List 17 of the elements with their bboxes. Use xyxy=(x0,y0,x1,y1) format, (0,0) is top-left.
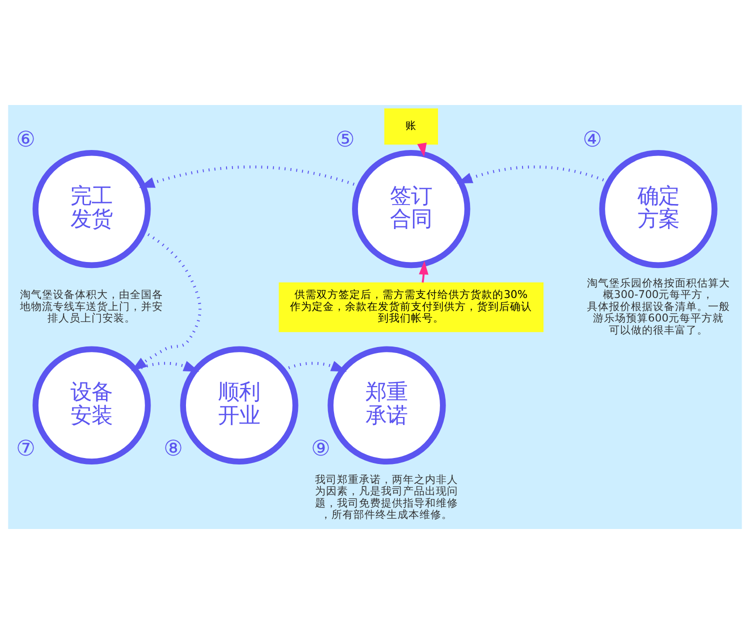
arrow xyxy=(131,230,202,372)
node-label: ⑨ xyxy=(311,436,330,462)
node-box: 供需双方签定后，需方需支付给供方货款的30%作为定金，余款在发货前支付到供方，货到后确认到我们帐号。 xyxy=(278,282,544,332)
node-label: ⑦ xyxy=(16,436,36,462)
node-circle: 完工发货 xyxy=(32,150,151,268)
node-label: 淘气堡设备体积大，由全国各地物流专线车送货上门，并安排人员上门安装。 xyxy=(20,288,164,325)
node-circle: 设备安装 xyxy=(32,346,151,465)
node-label: ⑤ xyxy=(336,128,355,153)
node-label: ⑥ xyxy=(16,128,36,153)
arrow xyxy=(418,260,428,283)
node-circle: 郑重承诺 xyxy=(328,346,446,465)
node-label: ⑧ xyxy=(164,436,183,462)
node-circle: 确定方案 xyxy=(599,150,718,268)
node-circle: 顺利开业 xyxy=(180,346,298,465)
node-circle: 签订合同 xyxy=(352,150,470,268)
node-label: 我司郑重承诺，两年之内非人为因素，凡是我司产品出现问题，我司免费提供指导和维修，所有部件终生成本维修。 xyxy=(315,472,458,522)
node-label: 淘气堡乐园价格按面积估算大概300-700元每平方，具体报价根据设备清单。一般游乐场预算600元每平方就可以做的很丰富了。 xyxy=(586,276,730,336)
